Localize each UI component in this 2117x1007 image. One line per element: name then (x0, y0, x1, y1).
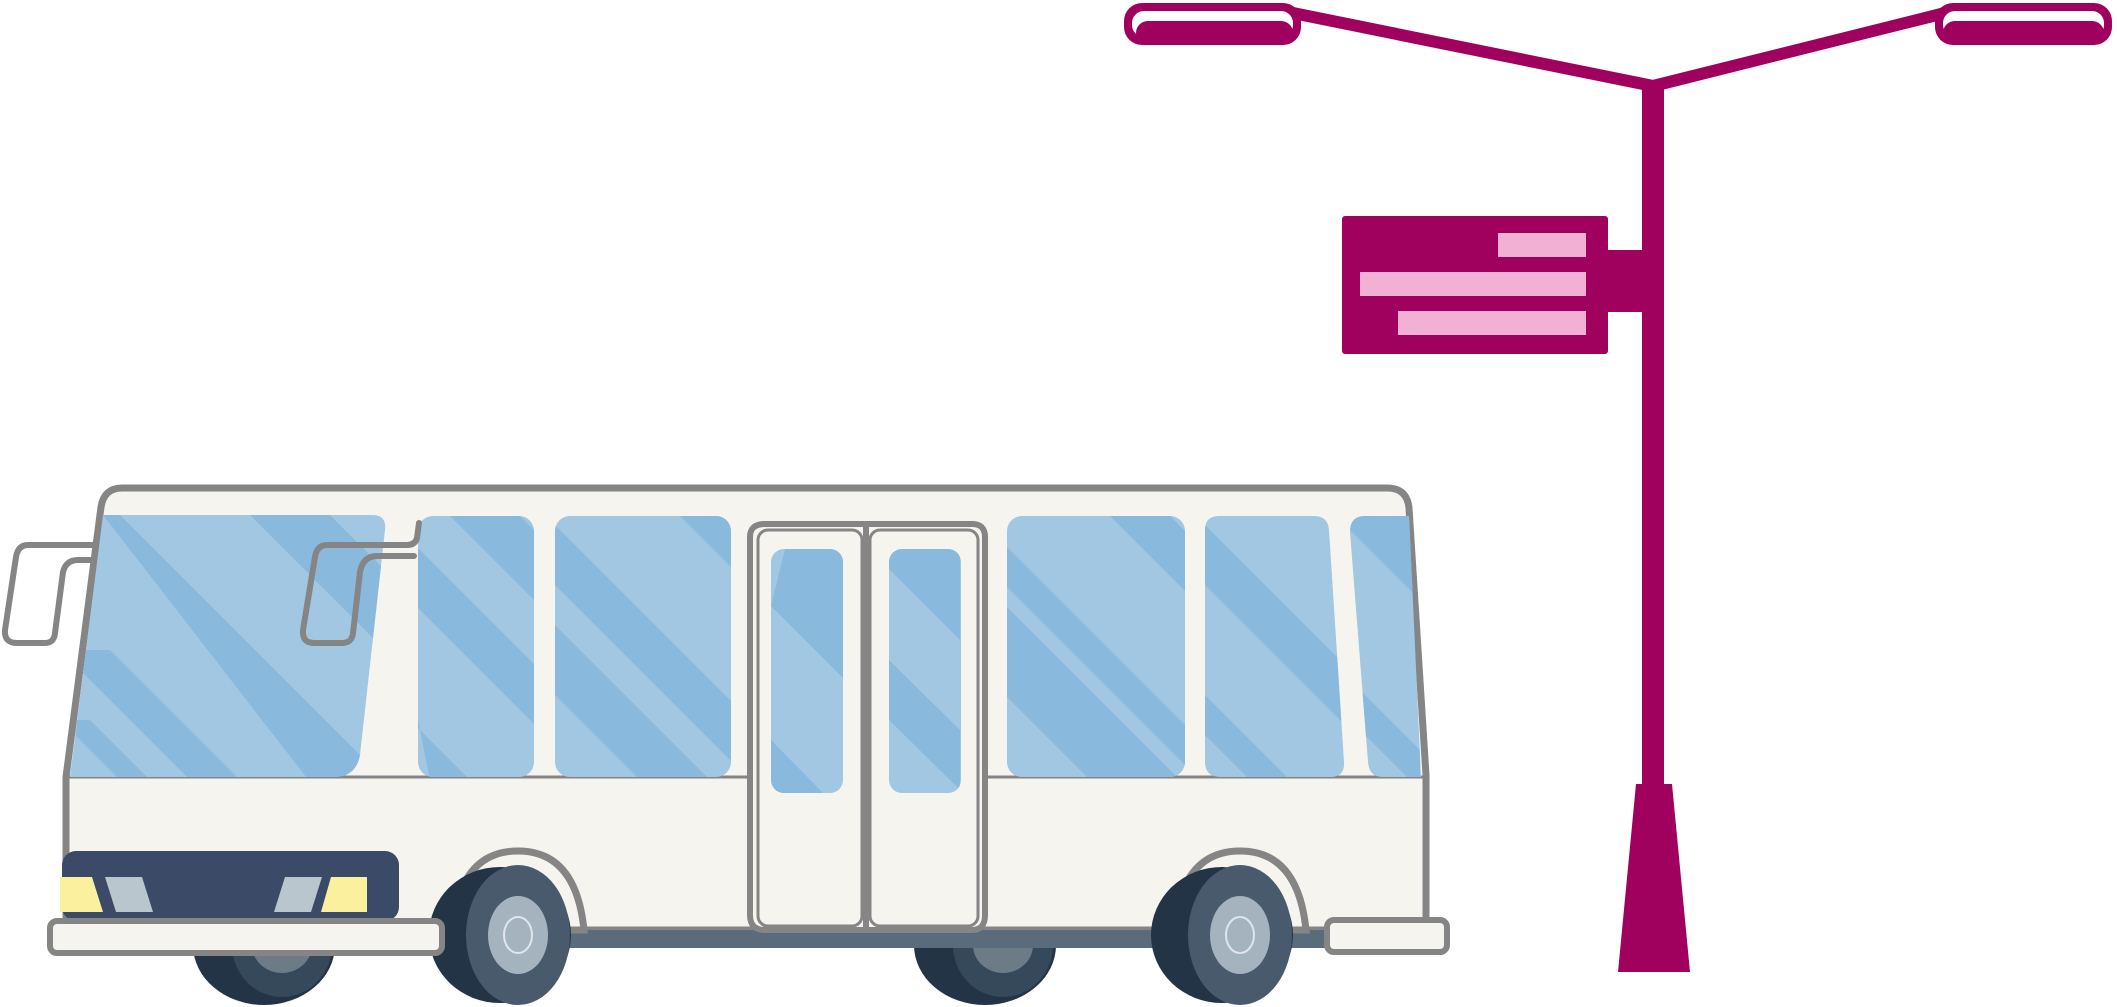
hub-cap (488, 896, 548, 974)
indicator-light (105, 877, 153, 912)
sign-stripe (1398, 311, 1586, 335)
city-bus (1, 484, 1450, 1005)
street-lamp-right (1935, 3, 2112, 45)
hub-ring (1225, 916, 1255, 954)
headlight (60, 877, 103, 912)
hub-ring (503, 916, 533, 954)
front-step (47, 918, 445, 956)
sign-stripe (1360, 272, 1586, 296)
stop-pole-base (1618, 784, 1690, 972)
near-side-wheels (429, 865, 1293, 1005)
sign-stripe (1498, 233, 1586, 257)
indicator-light (274, 877, 322, 912)
stop-pole (1642, 84, 1664, 804)
sign-bracket (1600, 250, 1650, 312)
door-panel-right (868, 528, 980, 928)
lamp-arms (1287, 7, 1951, 92)
side-mirror-left (1, 542, 95, 646)
headlight (321, 877, 367, 912)
door-panel-left (756, 528, 864, 928)
street-lamp-left (1124, 3, 1301, 45)
bus-stop (1124, 3, 2112, 972)
rear-step (1324, 917, 1450, 955)
side-mirror-right (299, 520, 422, 646)
hub-cap (1210, 896, 1270, 974)
